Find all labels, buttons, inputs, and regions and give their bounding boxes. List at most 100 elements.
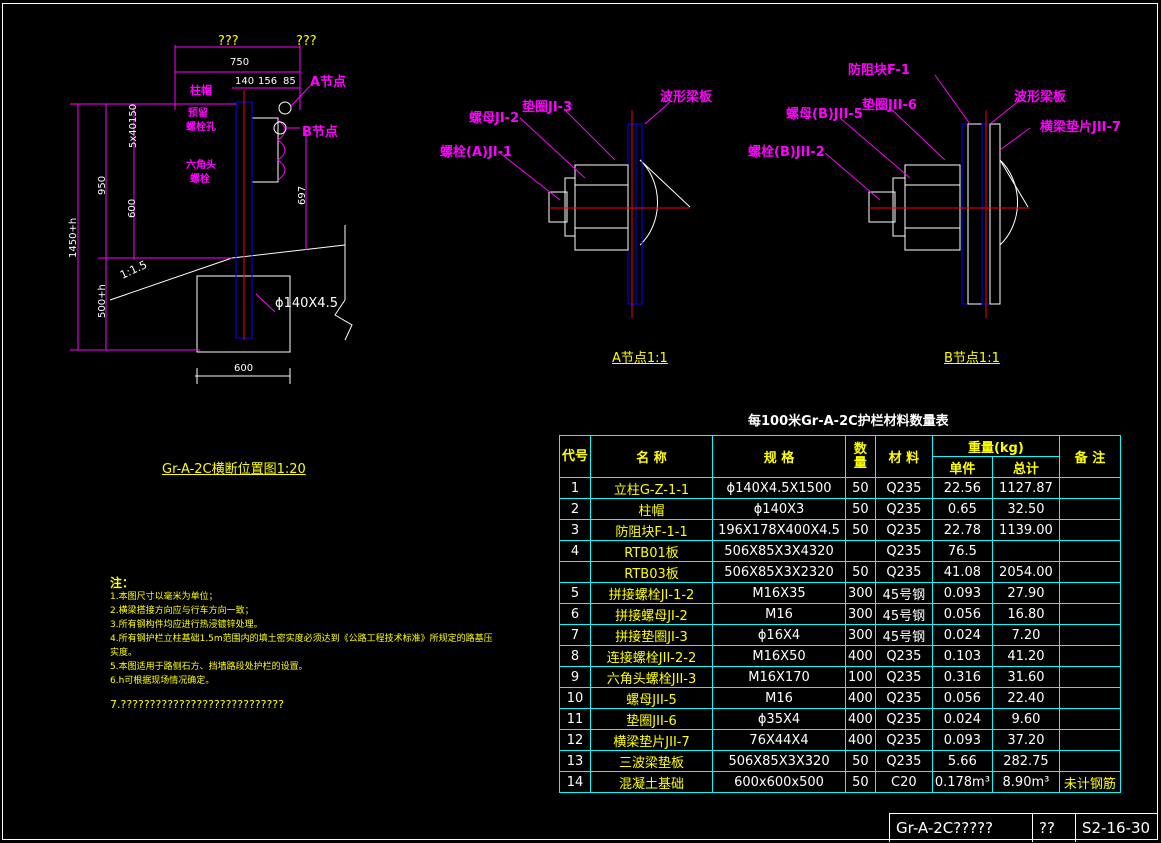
- dim-950: 950: [97, 175, 108, 195]
- cell-spec: M16X50: [712, 645, 847, 667]
- cell-unit: 0.056: [931, 687, 993, 709]
- cell-remark: [1058, 477, 1121, 499]
- callout-hex-1: 六角头: [186, 160, 216, 171]
- cell-name: 立柱G-Z-1-1: [590, 477, 714, 499]
- node-a-marker: [278, 101, 292, 115]
- note-line: 实度。: [110, 648, 138, 658]
- cell-spec: 196X178X400X4.5: [712, 519, 847, 541]
- cell-code: 5: [558, 582, 592, 604]
- cell-name: RTB03板: [590, 561, 714, 583]
- cell-remark: [1058, 666, 1121, 688]
- callout-hole-1: 预留: [188, 108, 208, 119]
- note-line: 7.????????????????????????????: [110, 698, 284, 711]
- cell-total: [991, 540, 1060, 562]
- cell-code: 3: [558, 519, 592, 541]
- cell-total: 32.50: [991, 498, 1060, 520]
- cell-qty: 50: [845, 477, 876, 499]
- cell-remark: [1058, 561, 1121, 583]
- top-label-1: ???: [218, 34, 239, 49]
- cell-material: Q235: [874, 750, 933, 772]
- cell-code: 1: [558, 477, 592, 499]
- dim-140: 140: [235, 76, 255, 87]
- cell-material: Q235: [874, 561, 933, 583]
- cell-remark: [1058, 750, 1121, 772]
- cell-qty: 50: [845, 561, 876, 583]
- cell-material: Q235: [874, 477, 933, 499]
- cell-remark: [1058, 582, 1121, 604]
- cell-spec: 600x600x500: [712, 771, 847, 793]
- cell-unit: 0.056: [931, 603, 993, 625]
- callout-node-b: B节点: [302, 125, 338, 140]
- cell-code: 9: [558, 666, 592, 688]
- cell-name: 垫圈JII-6: [590, 708, 714, 730]
- note-line: 1.本图尺寸以毫米为单位；: [110, 592, 218, 602]
- dim-500h: 500+h: [97, 284, 108, 318]
- cell-unit: 22.78: [931, 519, 993, 541]
- header-weight: 重量(kg): [931, 435, 1060, 457]
- detail-a-nut: 螺母JI-2: [469, 111, 520, 126]
- cell-code: 10: [558, 687, 592, 709]
- cell-total: 16.80: [991, 603, 1060, 625]
- cell-remark: [1058, 708, 1121, 730]
- cell-qty: 50: [845, 519, 876, 541]
- cell-spec: M16X170: [712, 666, 847, 688]
- dim-156: 156: [258, 76, 278, 87]
- drawing-name: Gr-A-2C?????: [889, 814, 1032, 842]
- cell-name: 防阻块F-1-1: [590, 519, 714, 541]
- cell-unit: 5.66: [931, 750, 993, 772]
- cell-total: 22.40: [991, 687, 1060, 709]
- cell-spec: ϕ16X4: [712, 624, 847, 646]
- cell-total: 7.20: [991, 624, 1060, 646]
- section-title: Gr-A-2C横断位置图1:20: [162, 462, 306, 477]
- ground-line: [231, 244, 346, 259]
- detail-b-washer: 垫圈JII-6: [862, 98, 917, 113]
- header-unit: 单件: [931, 456, 993, 478]
- cell-total: 8.90m³: [991, 771, 1060, 793]
- cell-unit: 0.65: [931, 498, 993, 520]
- note-line: 3.所有钢构件均应进行热浸镀锌处理。: [110, 620, 263, 630]
- dim-85: 85: [283, 76, 296, 87]
- table-title: 每100米Gr-A-2C护栏材料数量表: [748, 414, 949, 429]
- cell-remark: [1058, 645, 1121, 667]
- cell-material: Q235: [874, 519, 933, 541]
- cell-material: Q235: [874, 645, 933, 667]
- cell-spec: M16X35: [712, 582, 847, 604]
- wave-beam-profile: [277, 119, 286, 181]
- header-material: 材 料: [874, 435, 933, 478]
- cell-name: 螺母JII-5: [590, 687, 714, 709]
- cell-total: 2054.00: [991, 561, 1060, 583]
- cell-spec: ϕ140X3: [712, 498, 847, 520]
- sheet-label: ??: [1032, 814, 1075, 842]
- cell-qty: [845, 540, 876, 562]
- cell-name: 拼接螺母JI-2: [590, 603, 714, 625]
- cell-spec: 506X85X3X4320: [712, 540, 847, 562]
- dim-1450h: 1450+h: [68, 217, 79, 258]
- cell-qty: 300: [845, 582, 876, 604]
- cell-unit: 41.08: [931, 561, 993, 583]
- cell-name: 拼接螺栓JI-1-2: [590, 582, 714, 604]
- detail-a-bolt: 螺栓(A)JI-1: [440, 145, 513, 160]
- cell-remark: [1058, 498, 1121, 520]
- detail-a-washer: 垫圈JI-3: [522, 100, 573, 115]
- cell-total: 41.20: [991, 645, 1060, 667]
- cell-unit: 0.024: [931, 708, 993, 730]
- detail-b-title: B节点1:1: [944, 351, 1000, 366]
- cell-total: 31.60: [991, 666, 1060, 688]
- cell-qty: 300: [845, 624, 876, 646]
- cell-material: 45号钢: [874, 603, 933, 625]
- cell-material: 45号钢: [874, 582, 933, 604]
- cell-code: 6: [558, 603, 592, 625]
- cell-remark: [1058, 729, 1121, 751]
- cell-total: 282.75: [991, 750, 1060, 772]
- cell-spec: M16: [712, 603, 847, 625]
